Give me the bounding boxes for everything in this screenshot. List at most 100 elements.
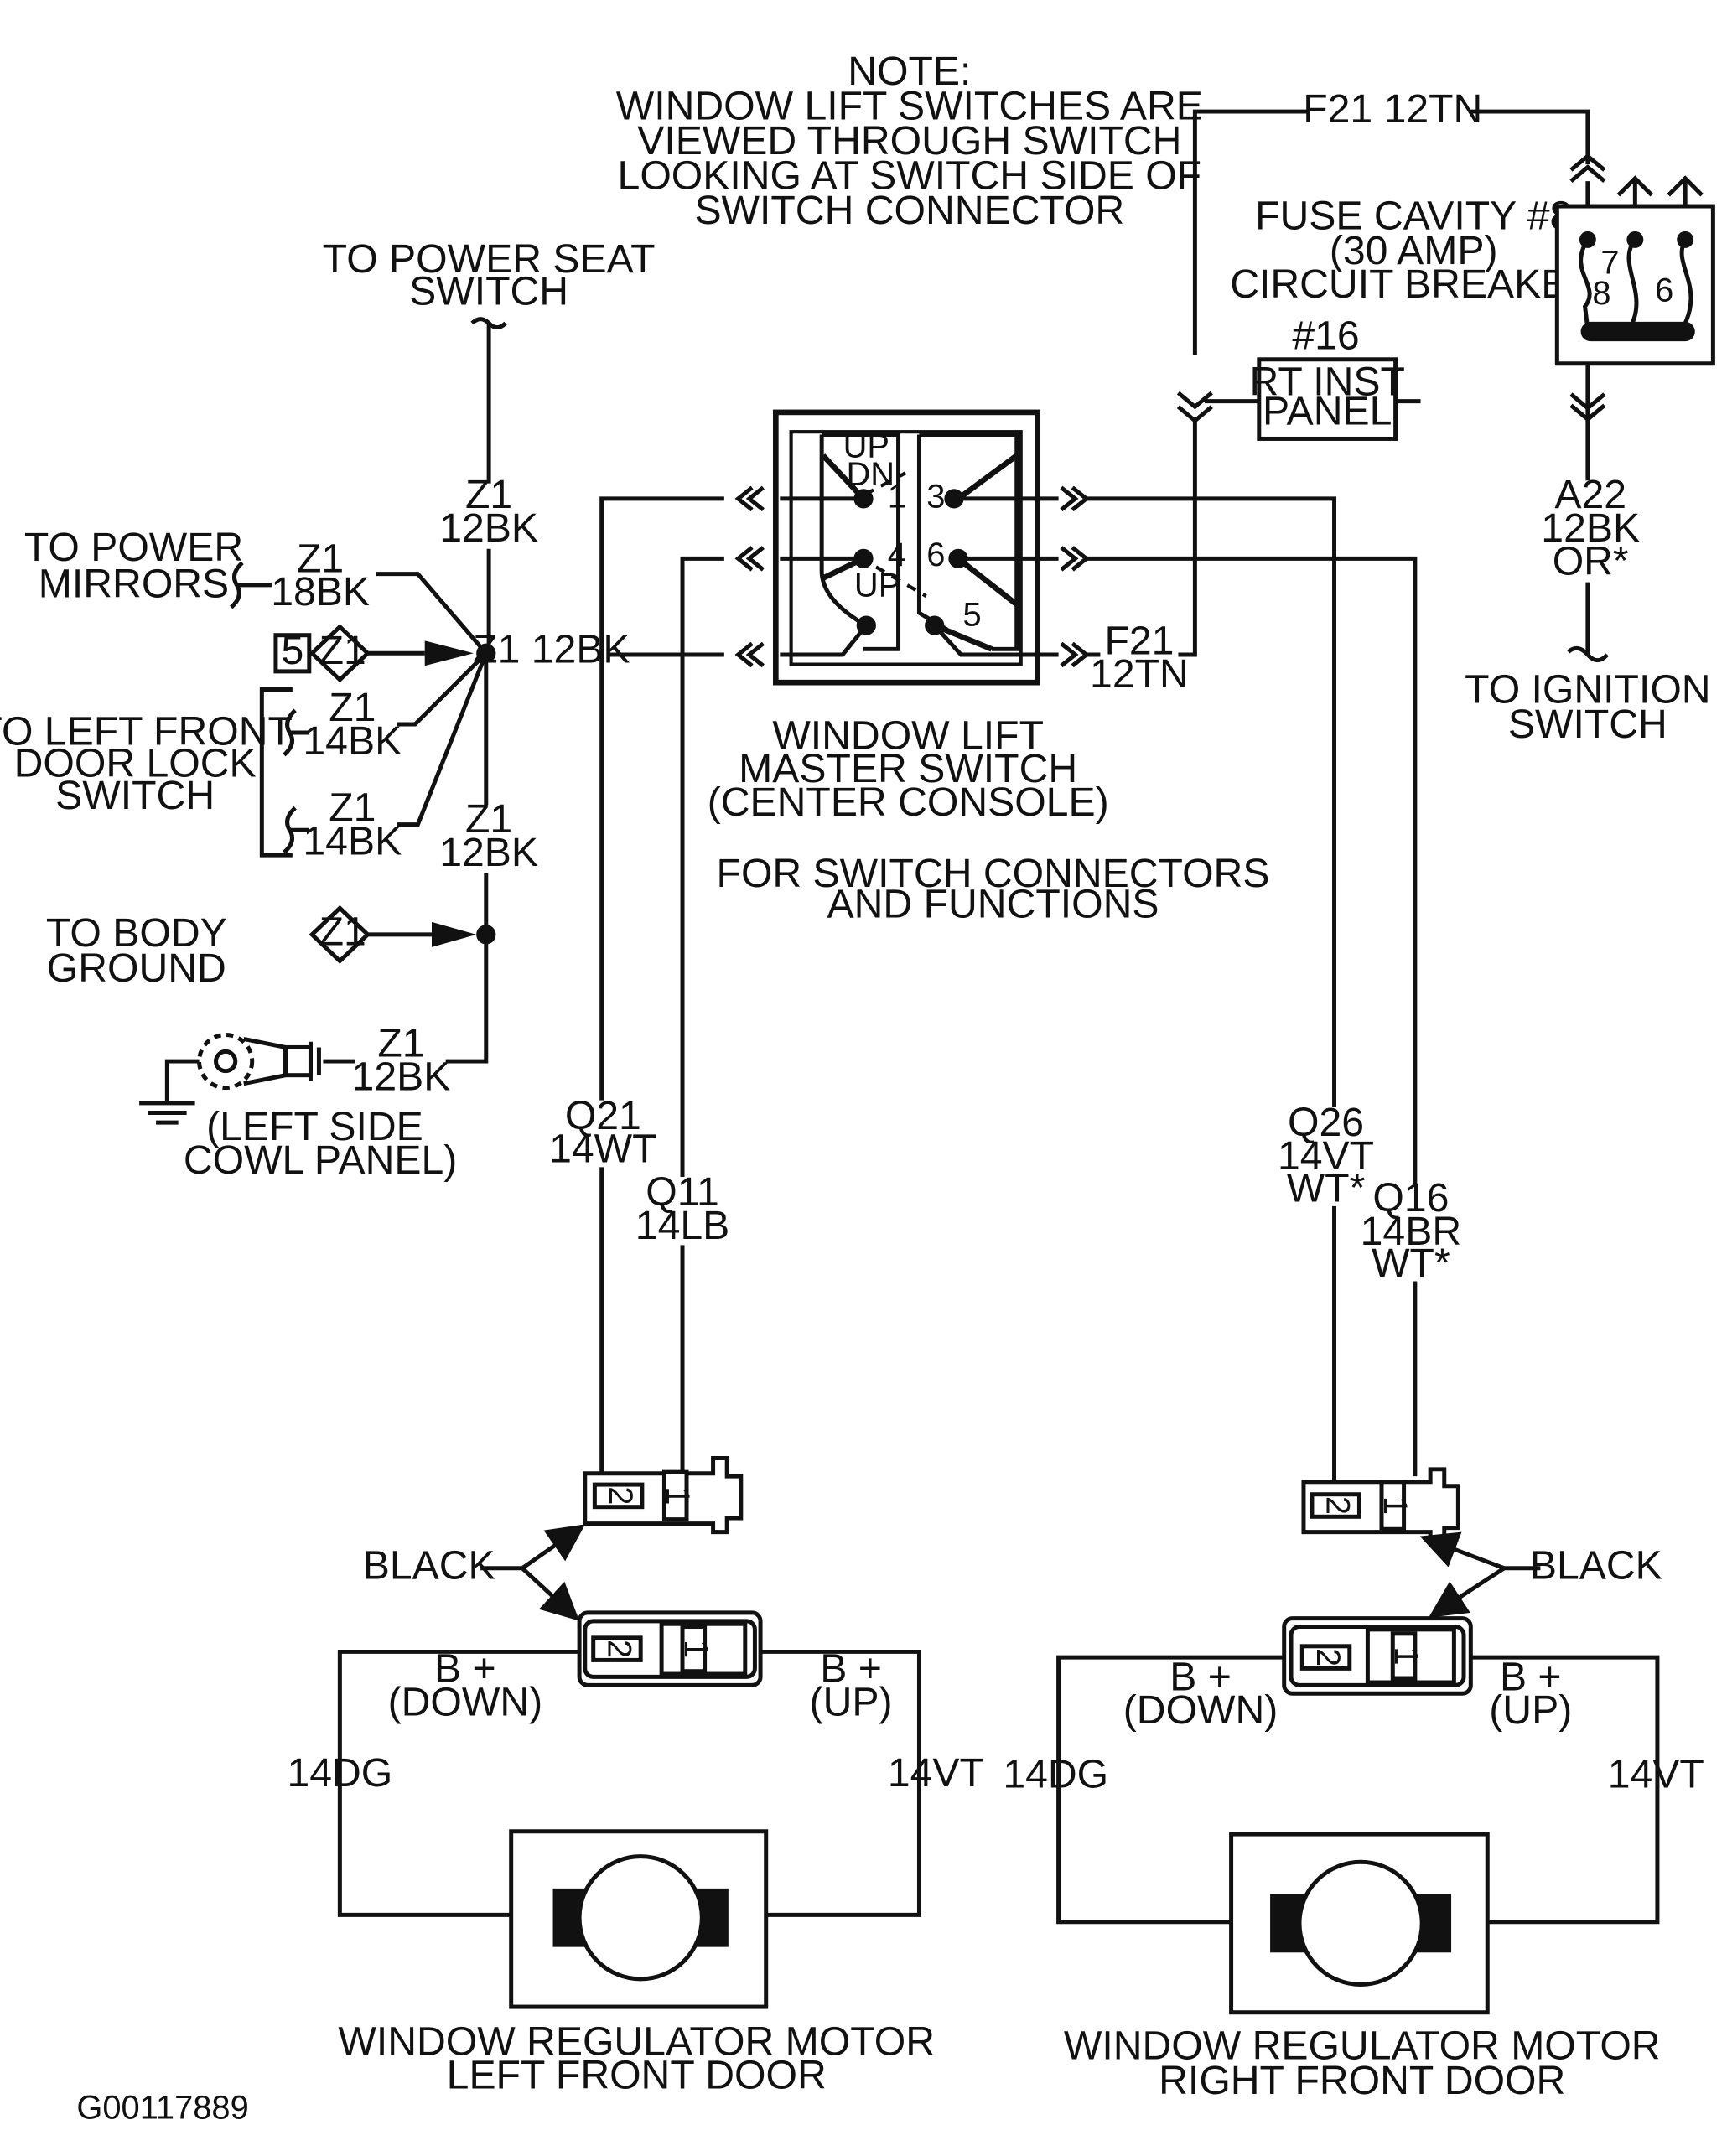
- wire-label: 12BK: [352, 1054, 451, 1099]
- wire-label: Z1: [329, 785, 376, 831]
- fuse-label: (30 AMP): [1330, 228, 1498, 273]
- ignition-destination: TO IGNITION: [1465, 667, 1710, 713]
- motor-icon: [509, 1829, 769, 2009]
- wire-label: 14VT: [1278, 1133, 1374, 1179]
- bplus-label: B +: [1500, 1654, 1562, 1699]
- wire-label: Z1: [465, 796, 512, 842]
- left-door-circuit: Q21 14WT Q11 14LB 2 1 BLACK 2 1 B +: [287, 1093, 983, 2098]
- wire-label: WT*: [1287, 1165, 1366, 1210]
- destination-label: TO BODY: [46, 910, 227, 956]
- note-line: LOOKING AT SWITCH SIDE OF: [618, 153, 1202, 199]
- wire-label: 14DG: [1003, 1752, 1108, 1797]
- switch-wiring: F21 12TN: [599, 485, 1418, 1184]
- panel-label: RT INST: [1249, 359, 1405, 404]
- wire-label: Q26: [1288, 1100, 1364, 1145]
- diagram-id: G00117889: [76, 2090, 248, 2127]
- ground-terminal-icon: [139, 1033, 321, 1125]
- window-lift-master-switch: UP DN UP 1 3 4 6 5: [773, 409, 1040, 686]
- wire-label: F21 12TN: [1303, 86, 1482, 132]
- panel-label: PANEL: [1263, 388, 1392, 433]
- location-caption: COWL PANEL): [184, 1138, 457, 1183]
- motor-icon: [1229, 1832, 1490, 2015]
- destination-label: TO POWER: [24, 525, 243, 570]
- wire-label: 12BK: [1541, 505, 1640, 551]
- reference-label: Z1: [319, 910, 366, 955]
- reference-number: 5: [281, 628, 303, 673]
- switch-pin: 4: [888, 536, 906, 573]
- power-seat-branch: TO POWER SEAT SWITCH Z1 12BK: [323, 236, 656, 652]
- reference-line: FOR SWITCH CONNECTORS: [717, 851, 1270, 896]
- wire-label: 14BK: [303, 819, 402, 864]
- bplus-label: (UP): [810, 1679, 893, 1724]
- note-line: WINDOW LIFT SWITCHES ARE: [616, 83, 1203, 128]
- fuse-label: CIRCUIT BREAKER: [1230, 262, 1597, 307]
- lower-connector: 2 1: [577, 1610, 763, 1687]
- motor-caption: LEFT FRONT DOOR: [447, 2053, 827, 2098]
- wire-label: 14BK: [303, 718, 402, 764]
- connector-color-label: BLACK: [363, 1542, 495, 1588]
- panel-number: #16: [1292, 314, 1359, 359]
- bplus-label: (DOWN): [388, 1679, 543, 1724]
- wire-label: 12TN: [1090, 651, 1189, 697]
- switch-pin: 3: [926, 478, 945, 515]
- wire-label: OR*: [1553, 539, 1629, 584]
- connector-pin: 2: [602, 1486, 639, 1505]
- wire-label: 14WT: [549, 1127, 656, 1172]
- destination-label: DOOR LOCK: [14, 741, 257, 786]
- connector-pin: 1: [1387, 1646, 1424, 1665]
- caption-line: (CENTER CONSOLE): [708, 780, 1109, 825]
- switch-label: UP: [854, 568, 900, 604]
- caption-line: MASTER SWITCH: [739, 746, 1077, 791]
- destination-label: TO LEFT FRONT: [0, 708, 293, 754]
- fuse-label: FUSE CAVITY #8: [1255, 194, 1572, 239]
- bplus-label: (DOWN): [1123, 1687, 1278, 1733]
- wire-label: Z1: [297, 536, 344, 581]
- wire-label: 14BR: [1361, 1209, 1461, 1254]
- wire-label: Z1 12BK: [473, 626, 630, 671]
- ground-splice: Z1 12BK TO POWER MIRRORS Z1 18BK 5 Z1 TO…: [0, 525, 630, 1183]
- wire-label: F21: [1104, 618, 1174, 663]
- bplus-label: B +: [820, 1646, 882, 1691]
- wire-label: Z1: [329, 685, 376, 730]
- destination-label: MIRRORS: [39, 561, 229, 606]
- master-switch-caption: WINDOW LIFT MASTER SWITCH (CENTER CONSOL…: [708, 713, 1270, 926]
- connector-pin: 1: [677, 1640, 714, 1658]
- connector-pin: 1: [1377, 1496, 1413, 1515]
- connector-color-label: BLACK: [1530, 1542, 1662, 1588]
- motor-caption: WINDOW REGULATOR MOTOR: [1064, 2024, 1661, 2069]
- wire-label: 18BK: [271, 569, 370, 614]
- fuse-pin: 8: [1592, 275, 1610, 312]
- wire-label: A22: [1554, 472, 1626, 517]
- bplus-label: B +: [1169, 1654, 1232, 1699]
- wire-label: 14LB: [635, 1203, 729, 1248]
- wire-label: 12BK: [439, 830, 538, 875]
- note-line: VIEWED THROUGH SWITCH: [637, 118, 1181, 163]
- wire-label: Z1: [377, 1021, 424, 1066]
- reference-label: Z1: [319, 628, 366, 673]
- wire-label: Z1: [465, 472, 512, 517]
- switch-pin: 1: [888, 478, 906, 515]
- right-door-circuit: Q26 14VT WT* Q16 14BR WT* 2 1 BLACK 2 1: [1003, 1100, 1704, 2103]
- destination-label: SWITCH: [409, 268, 568, 314]
- note-line: NOTE:: [848, 49, 971, 94]
- switch-pin: 6: [926, 536, 945, 573]
- wire-label: 14VT: [888, 1750, 984, 1796]
- wire-label: Q11: [646, 1169, 718, 1215]
- location-caption: (LEFT SIDE: [206, 1104, 423, 1149]
- ignition-destination: SWITCH: [1508, 702, 1667, 747]
- switch-label: UP: [843, 428, 889, 465]
- note-block: NOTE: WINDOW LIFT SWITCHES ARE VIEWED TH…: [616, 49, 1203, 233]
- ignition-wire: A22 12BK OR* TO IGNITION SWITCH: [1465, 363, 1711, 747]
- motor-caption: RIGHT FRONT DOOR: [1159, 2058, 1565, 2103]
- connector-pin: 1: [659, 1486, 696, 1505]
- wire-label: 14DG: [287, 1750, 392, 1796]
- fuse-pin: 6: [1655, 272, 1673, 309]
- connector-pin: 2: [1310, 1648, 1346, 1666]
- upper-connector: 2 1: [583, 1456, 744, 1535]
- fuse-pin: 7: [1600, 244, 1619, 281]
- caption-line: WINDOW LIFT: [772, 713, 1044, 758]
- upper-connector: 2 1: [1301, 1467, 1460, 1543]
- reference-line: AND FUNCTIONS: [827, 881, 1159, 926]
